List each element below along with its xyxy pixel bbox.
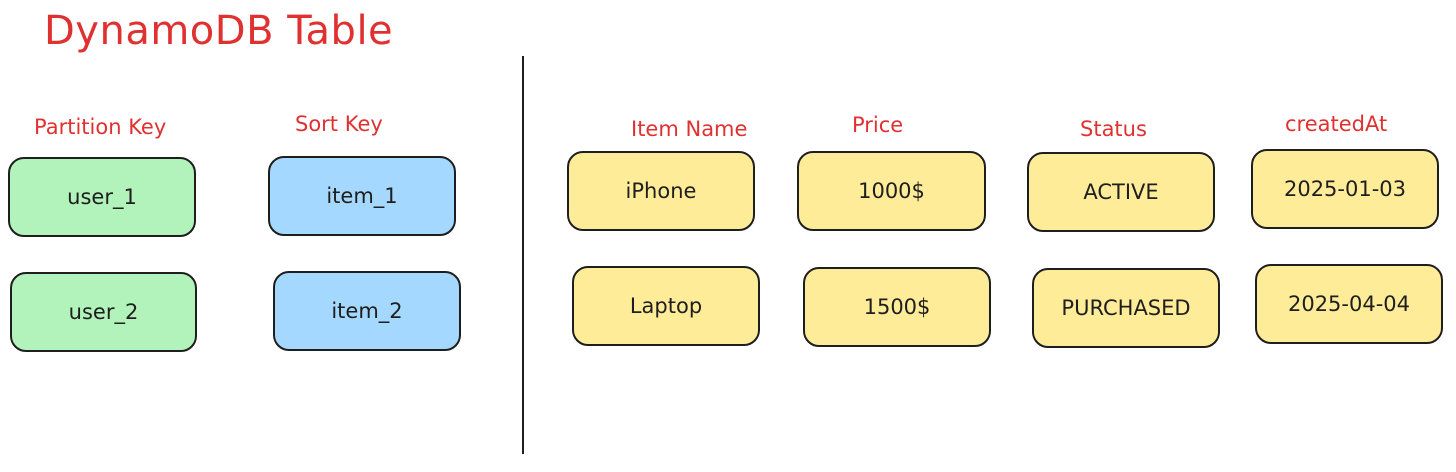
sort-key-header: Sort Key (295, 112, 383, 136)
partition-key-cell-row-2: user_2 (10, 272, 197, 352)
partition-key-header: Partition Key (34, 115, 167, 139)
status-cell-row-1: ACTIVE (1027, 152, 1215, 232)
diagram-title: DynamoDB Table (44, 8, 394, 54)
item-name-cell-row-2: Laptop (572, 266, 760, 346)
sort-key-cell-row-1: item_1 (268, 156, 456, 236)
price-cell-row-2: 1500$ (803, 267, 991, 347)
item-name-cell-row-1: iPhone (567, 151, 755, 231)
status-header: Status (1080, 117, 1147, 141)
status-cell-row-2: PURCHASED (1032, 268, 1220, 348)
sort-key-cell-row-2: item_2 (273, 271, 461, 351)
created-at-cell-row-2: 2025-04-04 (1255, 264, 1443, 344)
key-attribute-divider (522, 56, 524, 454)
price-cell-row-1: 1000$ (797, 151, 986, 231)
partition-key-cell-row-1: user_1 (8, 157, 196, 237)
item-name-header: Item Name (631, 117, 748, 141)
created-at-cell-row-1: 2025-01-03 (1251, 149, 1439, 229)
price-header: Price (852, 113, 904, 137)
created-at-header: createdAt (1285, 112, 1388, 136)
